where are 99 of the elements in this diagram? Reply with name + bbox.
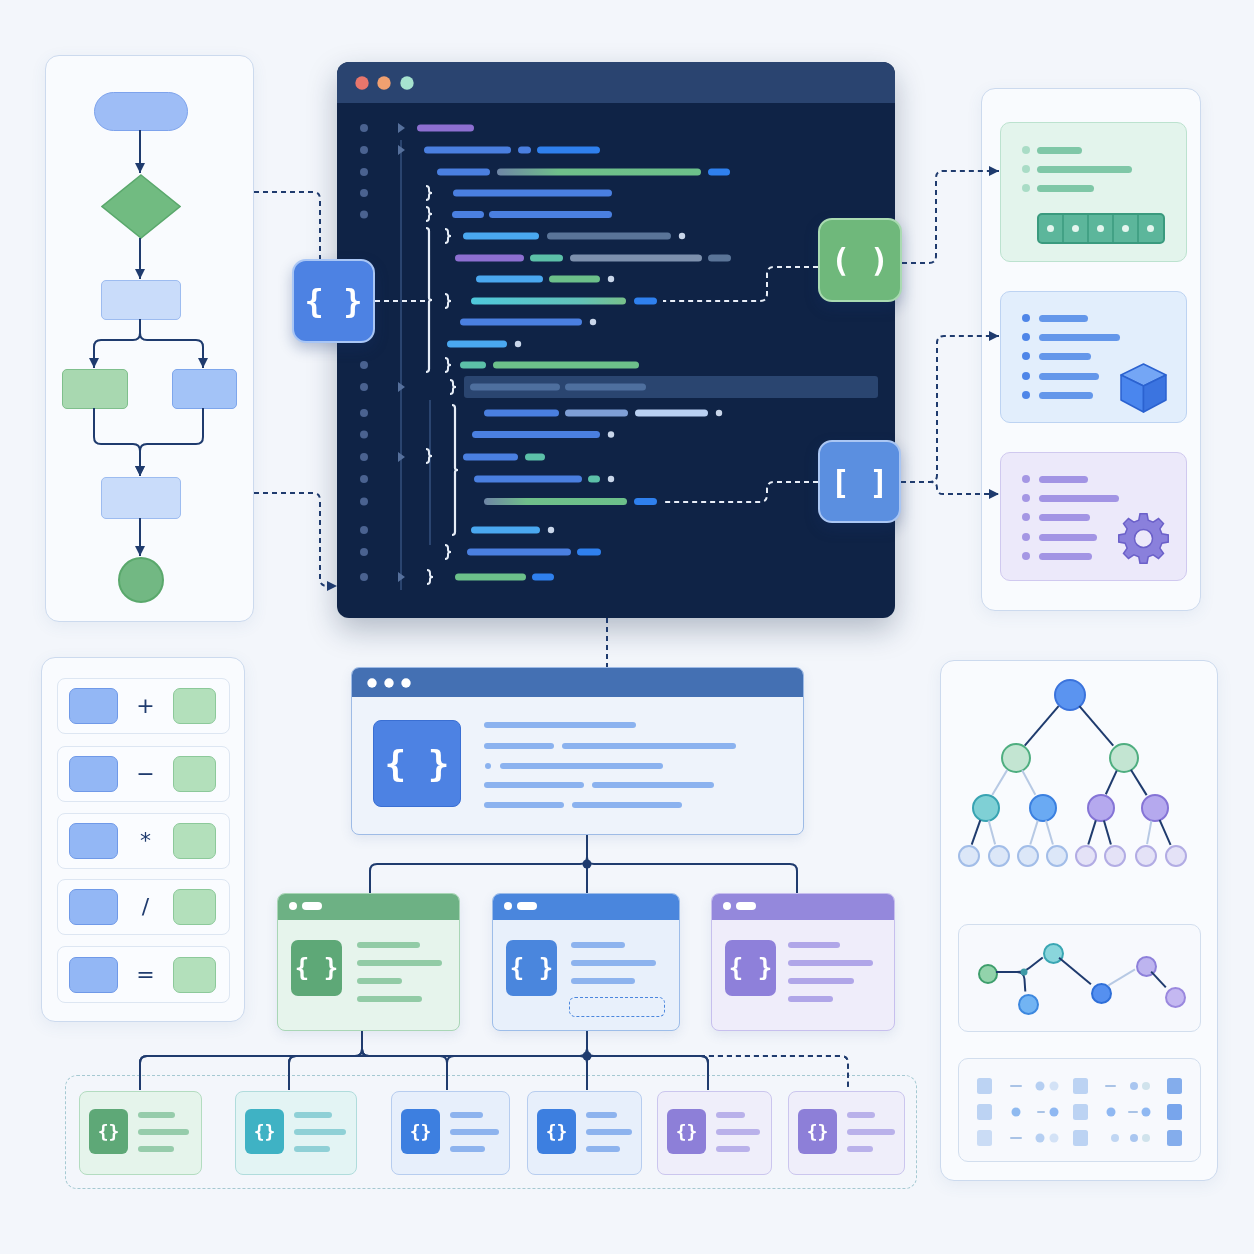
connector-line (586, 834, 798, 894)
tree-node-circle (1141, 794, 1169, 822)
connector-line (1078, 705, 1115, 747)
operation-row (57, 678, 230, 734)
dashed-connector-line (662, 481, 819, 503)
connector-line (1129, 768, 1148, 797)
component-card (391, 1091, 510, 1175)
app-window (711, 893, 895, 1031)
connector-line (1058, 956, 1092, 986)
tree-node-circle (972, 794, 1000, 822)
tree-node-circle (958, 845, 980, 867)
app-window (277, 893, 460, 1031)
connector-line (1044, 819, 1054, 846)
connector-line (1087, 819, 1097, 846)
tree-node-circle (1029, 794, 1057, 822)
dashed-connector-line (253, 191, 321, 260)
module-card (1000, 291, 1187, 423)
dashed-group-frame (65, 1075, 917, 1189)
process-box (101, 477, 181, 519)
tree-node-circle (1109, 743, 1139, 773)
dashed-arrow (253, 492, 338, 591)
operator-symbol: = (136, 963, 155, 986)
process-box (62, 369, 128, 409)
process-box (101, 280, 181, 320)
graph-node-circle (1017, 993, 1039, 1015)
operation-row (57, 813, 230, 869)
tree-node-circle (1075, 845, 1097, 867)
component-card (79, 1091, 202, 1175)
operator-symbol: / (141, 896, 150, 918)
end-circle (118, 557, 164, 603)
connector-line (1107, 968, 1136, 987)
tree-node-circle (1054, 679, 1086, 711)
connector-line (1150, 970, 1167, 989)
operator-symbol: − (136, 763, 155, 785)
connector-line (1029, 819, 1039, 846)
code-brace-tile: {} (89, 1109, 128, 1154)
arrow (135, 129, 145, 174)
process-box (172, 369, 237, 409)
arrow (135, 517, 145, 557)
operator-symbol: + (136, 695, 155, 717)
code-brace-tile: { } (373, 720, 461, 807)
component-card (527, 1091, 642, 1175)
diagram-panel (940, 660, 1218, 1181)
connector-line (970, 819, 982, 846)
flowchart-panel (45, 55, 254, 622)
tree-node-circle (1046, 845, 1068, 867)
connector-line (991, 768, 1009, 796)
operator-panel (41, 657, 245, 1022)
component-card (657, 1091, 772, 1175)
connector-line (1158, 818, 1172, 846)
operation-row (57, 946, 230, 1003)
arrow (135, 237, 145, 280)
graph-node-circle (1164, 986, 1186, 1008)
graph-node-circle (1042, 942, 1064, 964)
code-brace-tile: { } (291, 940, 342, 996)
component-card (788, 1091, 905, 1175)
code-brace-tile: { } (725, 940, 776, 996)
connector-line (1023, 705, 1060, 747)
graph-node-circle (978, 964, 998, 984)
code-brace-tile: {} (245, 1109, 284, 1154)
code-brace-tile: {} (667, 1109, 706, 1154)
module-card (1000, 122, 1187, 262)
app-window (492, 893, 680, 1031)
graph-node-circle (1135, 955, 1157, 977)
operation-row (57, 746, 230, 802)
connector-line (1146, 819, 1153, 846)
connector-line (987, 819, 997, 846)
graph-panel (958, 924, 1201, 1032)
connector-line (1021, 769, 1037, 796)
tree-node-circle (1165, 845, 1187, 867)
tree-node-circle (1104, 845, 1126, 867)
brace-badge: { } (292, 259, 375, 343)
operation-row (57, 879, 230, 935)
tree-node-circle (1087, 794, 1115, 822)
tree-node-circle (1135, 845, 1157, 867)
module-card (1000, 452, 1187, 581)
tree-node-circle (1017, 845, 1039, 867)
code-brace-tile: {} (401, 1109, 440, 1154)
connector-line (1102, 819, 1112, 846)
dashed-arrow (901, 166, 1000, 264)
parentheses-badge: ( ) (818, 218, 902, 302)
connector-line (1104, 769, 1118, 796)
graph-node-circle (1090, 982, 1112, 1004)
arrow (135, 407, 204, 477)
terminal-shape (94, 92, 188, 131)
tree-node-circle (1001, 743, 1031, 773)
code-brace-tile: { } (506, 940, 557, 996)
dashed-connector-line (606, 617, 608, 668)
dashed-connector-line (662, 266, 819, 302)
browser-window (351, 667, 804, 835)
code-brace-tile: {} (537, 1109, 576, 1154)
dashed-connector-line (374, 300, 431, 302)
dashed-arrow (900, 481, 1000, 499)
module-panel (981, 88, 1201, 611)
decision-diamond (101, 174, 181, 239)
component-card (235, 1091, 357, 1175)
code-brace-tile: {} (798, 1109, 837, 1154)
tree-node-circle (988, 845, 1010, 867)
operator-symbol: * (140, 830, 151, 852)
